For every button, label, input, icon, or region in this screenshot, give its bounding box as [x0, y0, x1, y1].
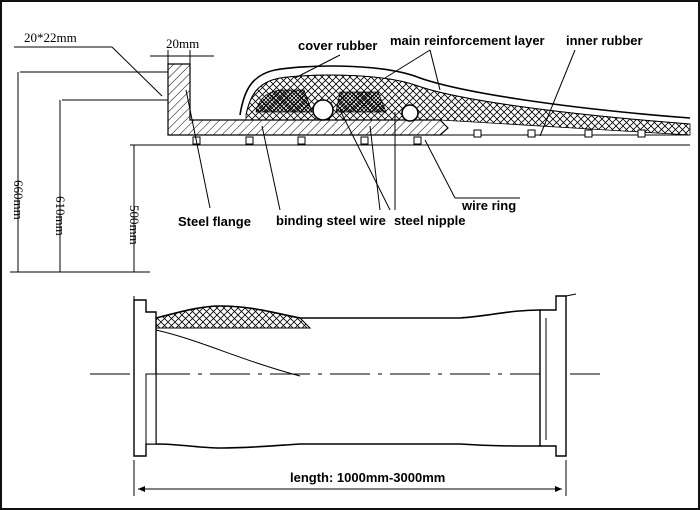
binding-wire-marks	[192, 129, 646, 145]
left-flange-lower	[145, 373, 157, 445]
top-section-view: 20*22mm 20mm 660mm 610mm 500mm cover rub…	[10, 30, 691, 273]
label-inner-rubber: inner rubber	[566, 33, 643, 48]
hose-bottom-outline	[155, 443, 541, 449]
dim-label-20x22: 20*22mm	[24, 30, 77, 45]
dim-label-20mm: 20mm	[166, 36, 199, 51]
leader-steel-flange	[185, 89, 211, 209]
leader-steel-nipple	[339, 109, 391, 211]
label-steel-nipple: steel nipple	[394, 213, 466, 228]
leader-binding-wire-2	[369, 125, 381, 211]
dim-label-610: 610mm	[53, 196, 68, 236]
label-wire-ring: wire ring	[461, 198, 516, 213]
wire-bundle-left	[255, 89, 313, 113]
inner-cone-line	[155, 329, 301, 377]
wire-bundle-right	[335, 91, 387, 113]
right-flange	[539, 295, 567, 457]
leader-cover-rubber	[294, 54, 341, 79]
label-binding-steel-wire: binding steel wire	[276, 213, 386, 228]
label-steel-flange: Steel flange	[178, 214, 251, 229]
bottom-hose-view: length: 1000mm-3000mm	[90, 293, 600, 496]
hose-cutaway-reinforcement	[155, 305, 312, 329]
leader-reinforcement-2	[429, 49, 441, 91]
label-cover-rubber: cover rubber	[298, 38, 377, 53]
right-flange-tick	[565, 293, 577, 297]
leader-binding-wire	[261, 125, 281, 211]
label-main-reinforcement: main reinforcement layer	[390, 33, 545, 48]
leader-inner-rubber	[539, 49, 576, 137]
wire-ring-left	[312, 99, 334, 121]
label-length: length: 1000mm-3000mm	[290, 470, 445, 485]
dim-label-500: 500mm	[127, 205, 142, 245]
leader-wire-ring	[424, 139, 456, 199]
main-reinforcement-layer	[245, 74, 691, 136]
dim-label-660: 660mm	[11, 180, 26, 220]
cover-rubber-outline	[239, 65, 691, 119]
steel-flange-shape	[167, 63, 449, 136]
leader-reinforcement-1	[384, 49, 431, 79]
wire-ring-right	[401, 104, 419, 122]
